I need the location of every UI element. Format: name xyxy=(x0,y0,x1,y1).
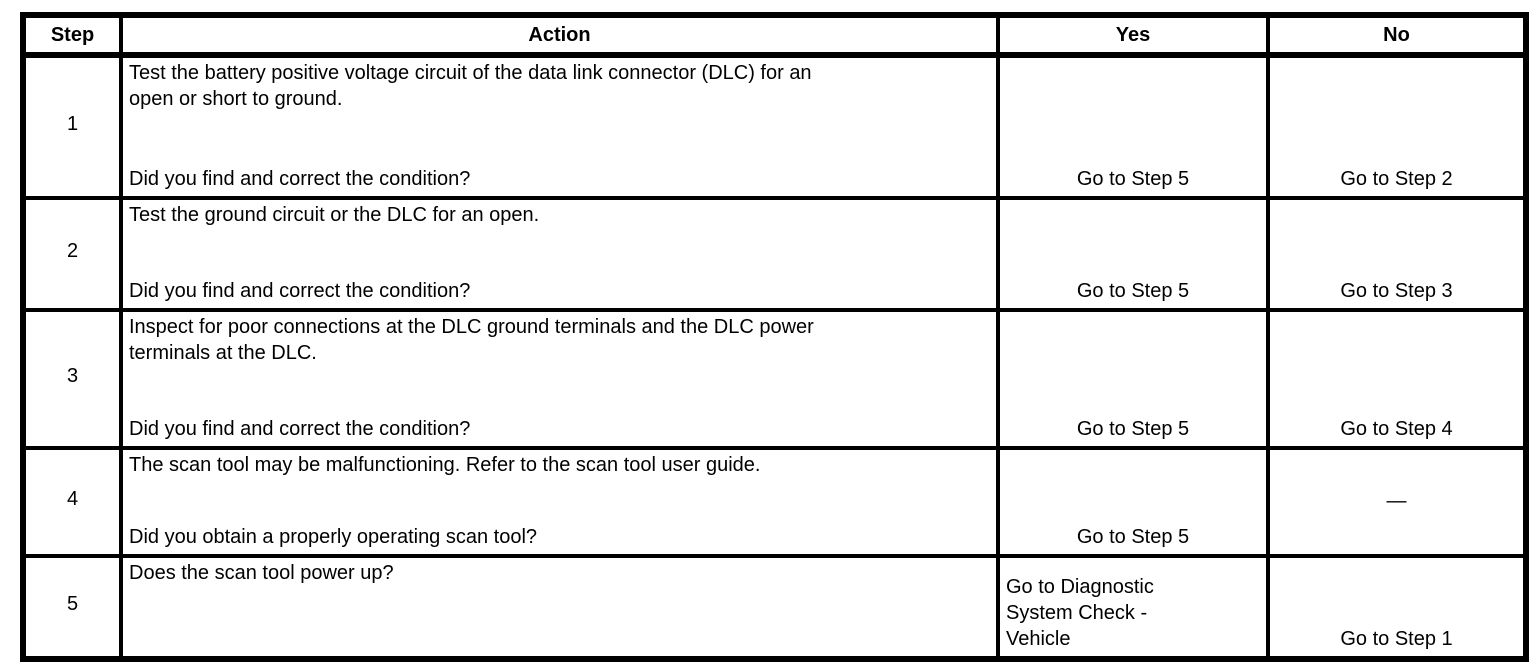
col-header-action: Action xyxy=(119,13,1000,58)
step-number: 1 xyxy=(66,113,79,135)
no-cell: Go to Step 2 xyxy=(1266,53,1528,200)
step-number-cell: 3 xyxy=(21,308,123,450)
action-question: Did you find and correct the condition? xyxy=(129,168,471,190)
action-text: Test the battery positive voltage circui… xyxy=(129,62,812,110)
no-value: Go to Step 2 xyxy=(1340,168,1453,190)
table-row: 1 Test the battery positive voltage circ… xyxy=(21,53,1528,200)
col-header-no: No xyxy=(1266,13,1528,58)
action-cell: The scan tool may be malfunctioning. Ref… xyxy=(119,446,1000,558)
yes-value: Go to Step 5 xyxy=(1076,280,1190,302)
step-number: 5 xyxy=(66,593,79,615)
step-number-cell: 4 xyxy=(21,446,123,558)
diagnostic-table: Step Action Yes No 1 Test the battery po… xyxy=(20,12,1529,662)
action-cell: Inspect for poor connections at the DLC … xyxy=(119,308,1000,450)
step-number-cell: 2 xyxy=(21,196,123,312)
step-number: 3 xyxy=(66,365,79,387)
yes-cell: Go to Diagnostic System Check - Vehicle xyxy=(996,554,1270,661)
yes-cell: Go to Step 5 xyxy=(996,308,1270,450)
table-row: 3 Inspect for poor connections at the DL… xyxy=(21,308,1528,450)
yes-value: Go to Step 5 xyxy=(1076,526,1190,548)
no-value: Go to Step 1 xyxy=(1340,628,1453,650)
action-question: Did you obtain a properly operating scan… xyxy=(129,526,538,548)
step-number-cell: 1 xyxy=(21,53,123,200)
yes-value: Go to Step 5 xyxy=(1076,418,1190,440)
yes-cell: Go to Step 5 xyxy=(996,446,1270,558)
no-value: — xyxy=(1386,490,1407,512)
no-cell: Go to Step 3 xyxy=(1266,196,1528,312)
yes-cell: Go to Step 5 xyxy=(996,196,1270,312)
step-number-cell: 5 xyxy=(21,554,123,661)
yes-value: Go to Diagnostic System Check - Vehicle xyxy=(1006,576,1154,650)
step-number: 4 xyxy=(66,488,79,510)
yes-value: Go to Step 5 xyxy=(1076,168,1190,190)
action-text: The scan tool may be malfunctioning. Ref… xyxy=(129,454,761,476)
action-cell: Test the ground circuit or the DLC for a… xyxy=(119,196,1000,312)
table-header-row: Step Action Yes No xyxy=(21,13,1528,58)
table-row: 5 Does the scan tool power up? Go to Dia… xyxy=(21,554,1528,661)
no-cell: — xyxy=(1266,446,1528,558)
step-number: 2 xyxy=(66,240,79,262)
action-question: Did you find and correct the condition? xyxy=(129,280,471,302)
table-row: 4 The scan tool may be malfunctioning. R… xyxy=(21,446,1528,558)
yes-cell: Go to Step 5 xyxy=(996,53,1270,200)
action-text: Does the scan tool power up? xyxy=(129,562,394,584)
no-cell: Go to Step 4 xyxy=(1266,308,1528,450)
no-cell: Go to Step 1 xyxy=(1266,554,1528,661)
no-value: Go to Step 3 xyxy=(1340,280,1453,302)
action-cell: Does the scan tool power up? xyxy=(119,554,1000,661)
action-cell: Test the battery positive voltage circui… xyxy=(119,53,1000,200)
table-row: 2 Test the ground circuit or the DLC for… xyxy=(21,196,1528,312)
action-text: Test the ground circuit or the DLC for a… xyxy=(129,204,540,226)
no-value: Go to Step 4 xyxy=(1340,418,1453,440)
action-question: Did you find and correct the condition? xyxy=(129,418,471,440)
col-header-step: Step xyxy=(21,13,123,58)
col-header-yes: Yes xyxy=(996,13,1270,58)
action-text: Inspect for poor connections at the DLC … xyxy=(129,316,814,364)
